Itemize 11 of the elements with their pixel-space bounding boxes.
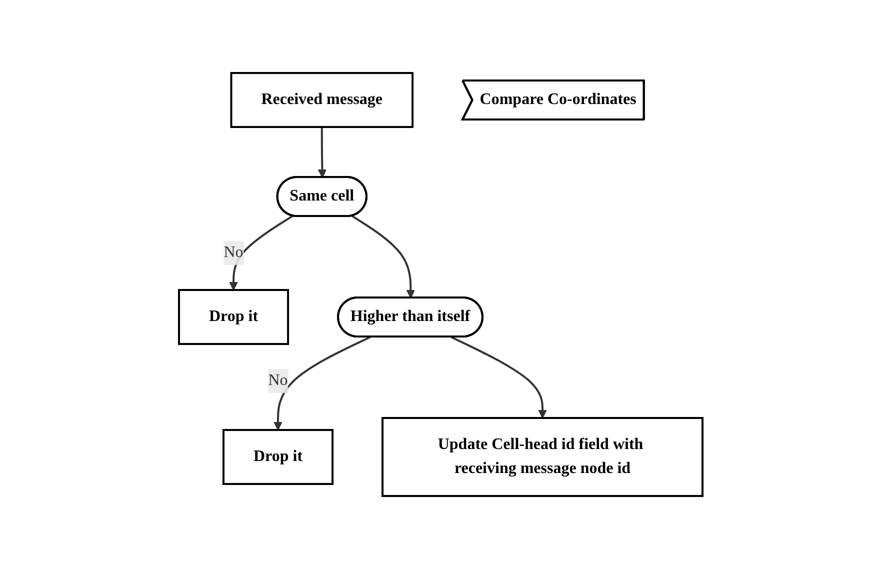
node-box: Drop it: [222, 428, 334, 485]
node-box: Received message: [230, 72, 414, 128]
arrow: [228, 215, 294, 290]
node-box: Drop it: [178, 289, 289, 345]
arrow: [273, 336, 371, 430]
edge-label: No: [268, 372, 288, 389]
node-box: Update Cell-head id field with receiving message node id: [381, 416, 704, 497]
edge-label: No: [223, 244, 244, 261]
arrow: [450, 336, 547, 418]
arrow: [351, 215, 415, 298]
arrow: [318, 127, 326, 178]
